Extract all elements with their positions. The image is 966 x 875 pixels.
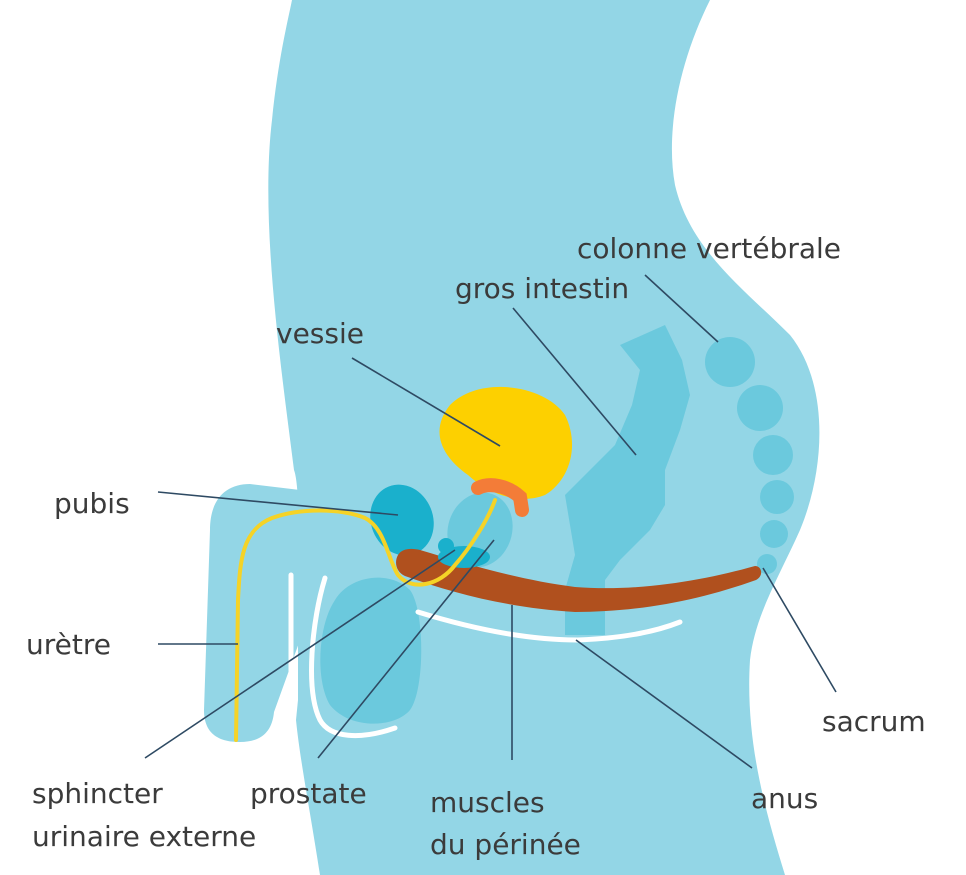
- label-anus: anus: [751, 782, 818, 815]
- label-sphincter-line1: sphincter: [32, 777, 163, 810]
- label-sphincter-line2: urinaire externe: [32, 820, 256, 853]
- vertebra: [737, 385, 783, 431]
- vertebra: [753, 435, 793, 475]
- label-muscles-line1: muscles: [430, 786, 545, 819]
- label-uretre: urètre: [26, 628, 111, 661]
- label-vessie: vessie: [276, 317, 364, 350]
- label-gros-intestin: gros intestin: [455, 272, 629, 305]
- testis: [320, 578, 421, 724]
- vertebra: [760, 520, 788, 548]
- label-prostate: prostate: [250, 777, 367, 810]
- penis-shape: [204, 484, 300, 742]
- label-muscles-line2: du périnée: [430, 828, 581, 861]
- vertebra: [705, 337, 755, 387]
- label-colonne-vertebrale: colonne vertébrale: [577, 232, 841, 265]
- label-sacrum: sacrum: [822, 705, 926, 738]
- label-pubis: pubis: [54, 487, 130, 520]
- vertebra: [760, 480, 794, 514]
